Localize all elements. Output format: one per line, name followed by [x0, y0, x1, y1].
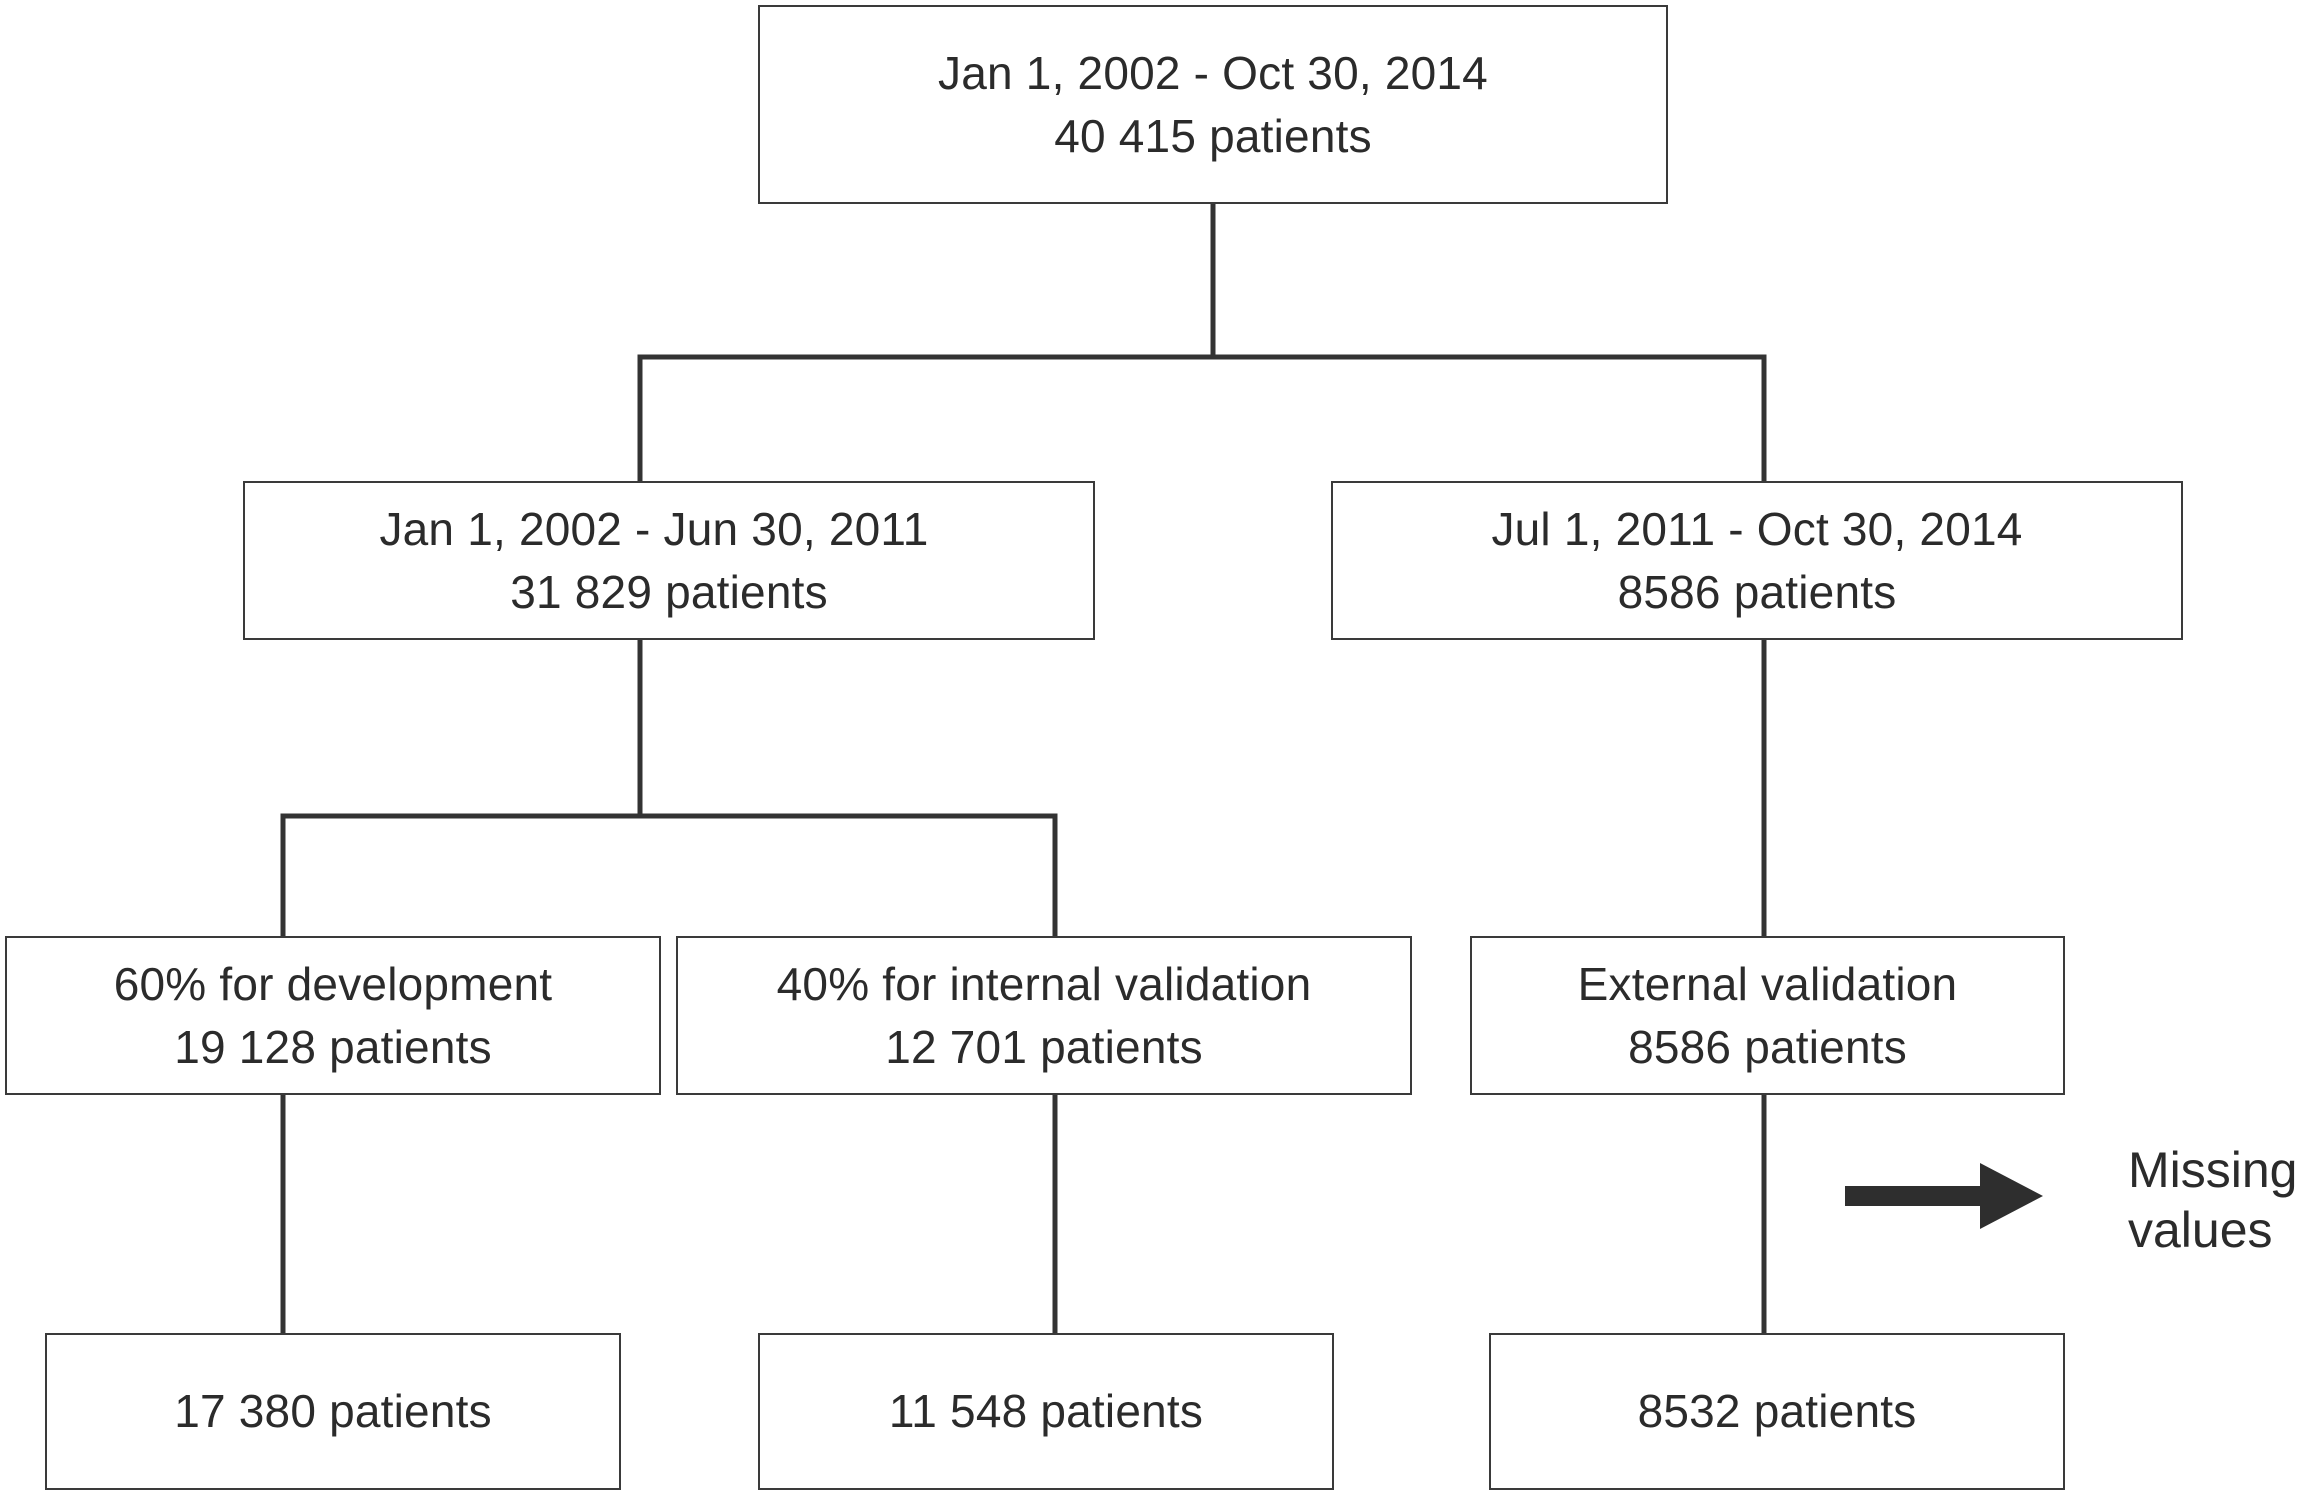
- internal-final-patients: 11 548 patients: [888, 1385, 1204, 1437]
- full-cohort-period: Jan 1, 2002 - Oct 30, 2014: [938, 46, 1488, 99]
- box-internal-validation: 40% for internal validation 12 701 patie…: [676, 936, 1412, 1095]
- internal-validation-patients: 12 701 patients: [885, 1020, 1203, 1073]
- missing-values-line2: values: [2128, 1202, 2273, 1258]
- missing-values-label: Missing values: [2128, 1140, 2297, 1260]
- development-final-patients: 17 380 patients: [174, 1385, 492, 1437]
- box-internal-final: 11 548 patients: [758, 1333, 1334, 1490]
- missing-values-line1: Missing: [2128, 1142, 2298, 1198]
- box-development-final: 17 380 patients: [45, 1333, 621, 1490]
- box-external-validation: External validation 8586 patients: [1470, 936, 2065, 1095]
- box-full-cohort: Jan 1, 2002 - Oct 30, 2014 40 415 patien…: [758, 5, 1668, 204]
- external-validation-patients: 8586 patients: [1628, 1020, 1907, 1073]
- development-label: 60% for development: [113, 957, 553, 1010]
- development-patients: 19 128 patients: [174, 1020, 492, 1073]
- right-period-dates: Jul 1, 2011 - Oct 30, 2014: [1491, 502, 2023, 555]
- left-period-patients: 31 829 patients: [510, 565, 828, 618]
- box-external-final: 8532 patients: [1489, 1333, 2065, 1490]
- left-period-dates: Jan 1, 2002 - Jun 30, 2011: [379, 502, 929, 555]
- external-validation-label: External validation: [1577, 957, 1958, 1010]
- box-left-period: Jan 1, 2002 - Jun 30, 2011 31 829 patien…: [243, 481, 1095, 640]
- full-cohort-patients: 40 415 patients: [1054, 109, 1372, 162]
- box-right-period: Jul 1, 2011 - Oct 30, 2014 8586 patients: [1331, 481, 2183, 640]
- internal-validation-label: 40% for internal validation: [776, 957, 1312, 1010]
- missing-values-arrow: [1845, 1163, 2043, 1229]
- external-final-patients: 8532 patients: [1637, 1385, 1917, 1437]
- box-development: 60% for development 19 128 patients: [5, 936, 661, 1095]
- right-period-patients: 8586 patients: [1617, 565, 1897, 618]
